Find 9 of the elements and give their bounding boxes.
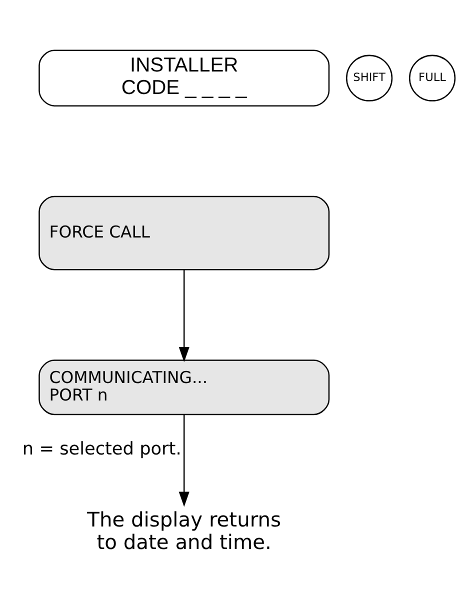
node-circle: FULL — [408, 54, 456, 102]
node-text: The display returns to date and time. — [86, 507, 281, 554]
node-box: FORCE CALL — [38, 196, 330, 270]
arrow — [178, 270, 189, 362]
arrow — [178, 414, 189, 507]
edge-label: n = selected port. — [22, 440, 181, 460]
node-box: INSTALLER CODE _ _ _ _ — [38, 50, 330, 106]
node-box: COMMUNICATING... PORT n — [38, 360, 330, 416]
node-circle: SHIFT — [346, 54, 392, 102]
